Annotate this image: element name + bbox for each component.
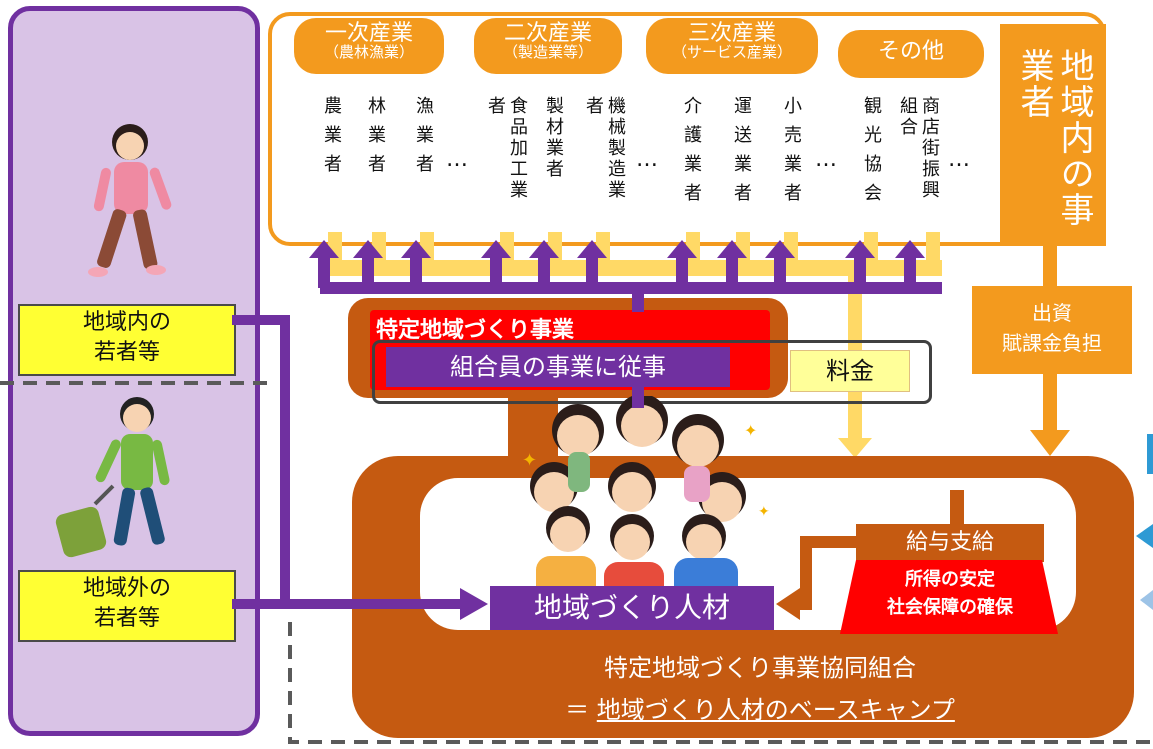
ellipsis: … — [446, 147, 468, 172]
industry-item: 農業者 — [321, 96, 342, 183]
industry-item: 小売業者 — [781, 96, 802, 212]
industry-item: 観光協会 — [861, 96, 882, 212]
primary-industry-header: 一次産業 （農林漁業） — [294, 18, 444, 74]
project-title: 特定地域づくり事業 — [376, 318, 575, 343]
outside-youth-label-line1: 地域外の — [82, 576, 171, 601]
stability-label-line1: 所得の安定 — [905, 569, 995, 590]
industry-item: 運送業者 — [731, 96, 752, 212]
offscreen-blue-markers — [1136, 434, 1153, 610]
industry-item: 林業者 — [365, 96, 386, 183]
local-youth-illustration — [88, 124, 172, 277]
industry-item: 漁業者 — [413, 96, 434, 183]
fee-label: 料金 — [790, 350, 910, 392]
regional-talent-label: 地域づくり人材 — [490, 586, 774, 630]
salary-label: 給与支給 — [856, 524, 1044, 562]
project-connector — [508, 394, 558, 464]
industry-item: 商店街振興組合 — [897, 96, 940, 201]
industry-item: 機械製造業者 — [583, 96, 626, 201]
other-industry-header: その他 — [838, 30, 984, 78]
tertiary-industry-header: 三次産業 （サービス産業） — [646, 18, 818, 74]
industry-item: 介護業者 — [681, 96, 702, 212]
local-youth-label-line2: 若者等 — [93, 340, 160, 365]
svg-text:✦: ✦ — [522, 450, 537, 471]
project-work-label: 組合員の事業に従事 — [386, 347, 730, 387]
stability-label-line2: 社会保障の確保 — [887, 597, 1013, 618]
cooperative-name: 特定地域づくり事業協同組合 — [604, 654, 916, 682]
svg-text:✦: ✦ — [758, 504, 770, 520]
local-youth-label: 地域内の 若者等 — [18, 304, 236, 376]
local-youth-label-line1: 地域内の — [82, 310, 171, 335]
cooperative-subtitle-prefix: ＝ — [565, 696, 597, 724]
outside-youth-illustration — [55, 397, 170, 558]
cooperative-subtitle: ＝ 地域づくり人材のベースキャンプ — [430, 690, 1090, 725]
ellipsis: … — [636, 147, 658, 172]
investment-label: 出資 賦課金負担 — [972, 286, 1132, 374]
ellipsis: … — [948, 147, 970, 172]
outside-youth-label-line2: 若者等 — [93, 606, 160, 631]
secondary-industry-header: 二次産業 （製造業等） — [474, 18, 622, 74]
stability-label: 所得の安定 社会保障の確保 — [850, 566, 1050, 622]
ellipsis: … — [815, 147, 837, 172]
industry-item: 製材業者 — [543, 96, 564, 180]
svg-text:✦: ✦ — [744, 421, 757, 440]
outside-youth-label: 地域外の 若者等 — [18, 570, 236, 642]
industry-item: 食品加工業者 — [485, 96, 528, 201]
stability-shape — [840, 560, 1058, 634]
local-business-box — [1000, 24, 1106, 246]
investment-label-line1: 出資 — [1032, 301, 1072, 325]
local-business-label: 地域内の事業者 — [1014, 48, 1094, 228]
cooperative-subtitle-underlined: 地域づくり人材のベースキャンプ — [596, 696, 955, 724]
investment-label-line2: 賦課金負担 — [1002, 331, 1102, 355]
